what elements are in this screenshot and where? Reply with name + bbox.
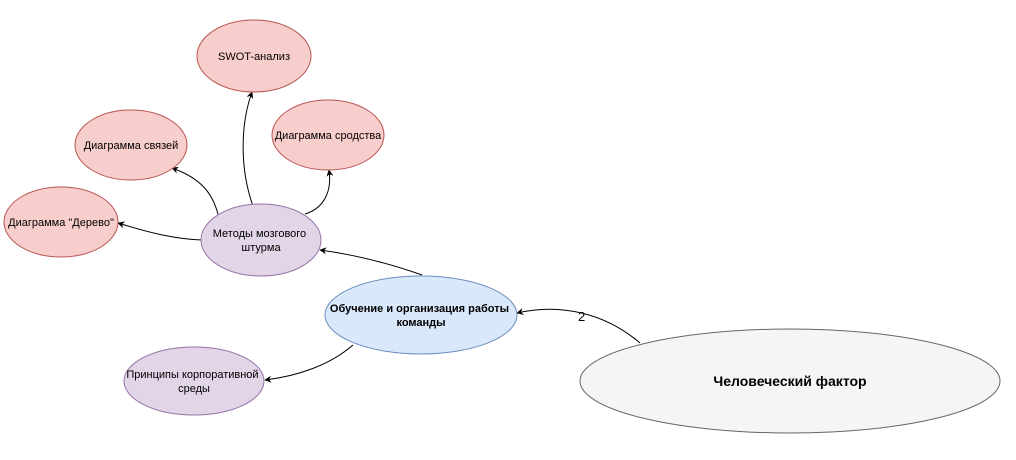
edge-brainstorm-to-affinity[interactable] [304,169,334,215]
node-swot-shape[interactable] [196,19,312,93]
node-human-factor-shape[interactable] [579,328,1001,434]
node-affinity-shape[interactable] [271,99,385,171]
node-affinity[interactable]: Диаграмма сродства [271,99,385,171]
node-relations-shape[interactable] [74,109,188,181]
node-brainstorm-label: Методы мозгового штурма [213,228,310,254]
node-tree[interactable]: Диаграмма "Дерево" [3,186,119,258]
node-human-factor[interactable]: Человеческий фактор [579,328,1001,434]
edge-label-human-to-training: 2 [578,309,585,324]
node-swot-label: SWOT-анализ [218,51,290,63]
node-brainstorm[interactable]: Методы мозгового штурма [200,203,322,277]
edge-human-to-training[interactable] [516,308,641,344]
node-tree-label: Диаграмма "Дерево" [8,217,114,229]
edge-brainstorm-to-swot[interactable] [242,91,254,207]
node-training-shape[interactable] [324,275,518,355]
node-culture-label: Принципы корпоративной среды [126,369,261,395]
node-affinity-label: Диаграмма сродства [275,130,382,142]
node-tree-shape[interactable] [3,186,119,258]
node-training[interactable]: Обучение и организация работы команды [324,275,518,355]
edge-brainstorm-to-relations[interactable] [171,166,219,215]
node-swot[interactable]: SWOT-анализ [196,19,312,93]
edge-training-to-brainstorm[interactable] [319,247,423,276]
node-human-factor-label: Человеческий фактор [713,373,866,389]
edges: 2 [117,91,641,383]
node-training-label: Обучение и организация работы команды [330,303,512,329]
edge-training-to-culture[interactable] [264,344,354,383]
node-culture-shape[interactable] [123,346,265,416]
node-relations-label: Диаграмма связей [84,140,179,152]
edge-brainstorm-to-tree[interactable] [117,221,203,241]
node-brainstorm-shape[interactable] [200,203,322,277]
node-culture[interactable]: Принципы корпоративной среды [123,346,265,416]
node-relations[interactable]: Диаграмма связей [74,109,188,181]
